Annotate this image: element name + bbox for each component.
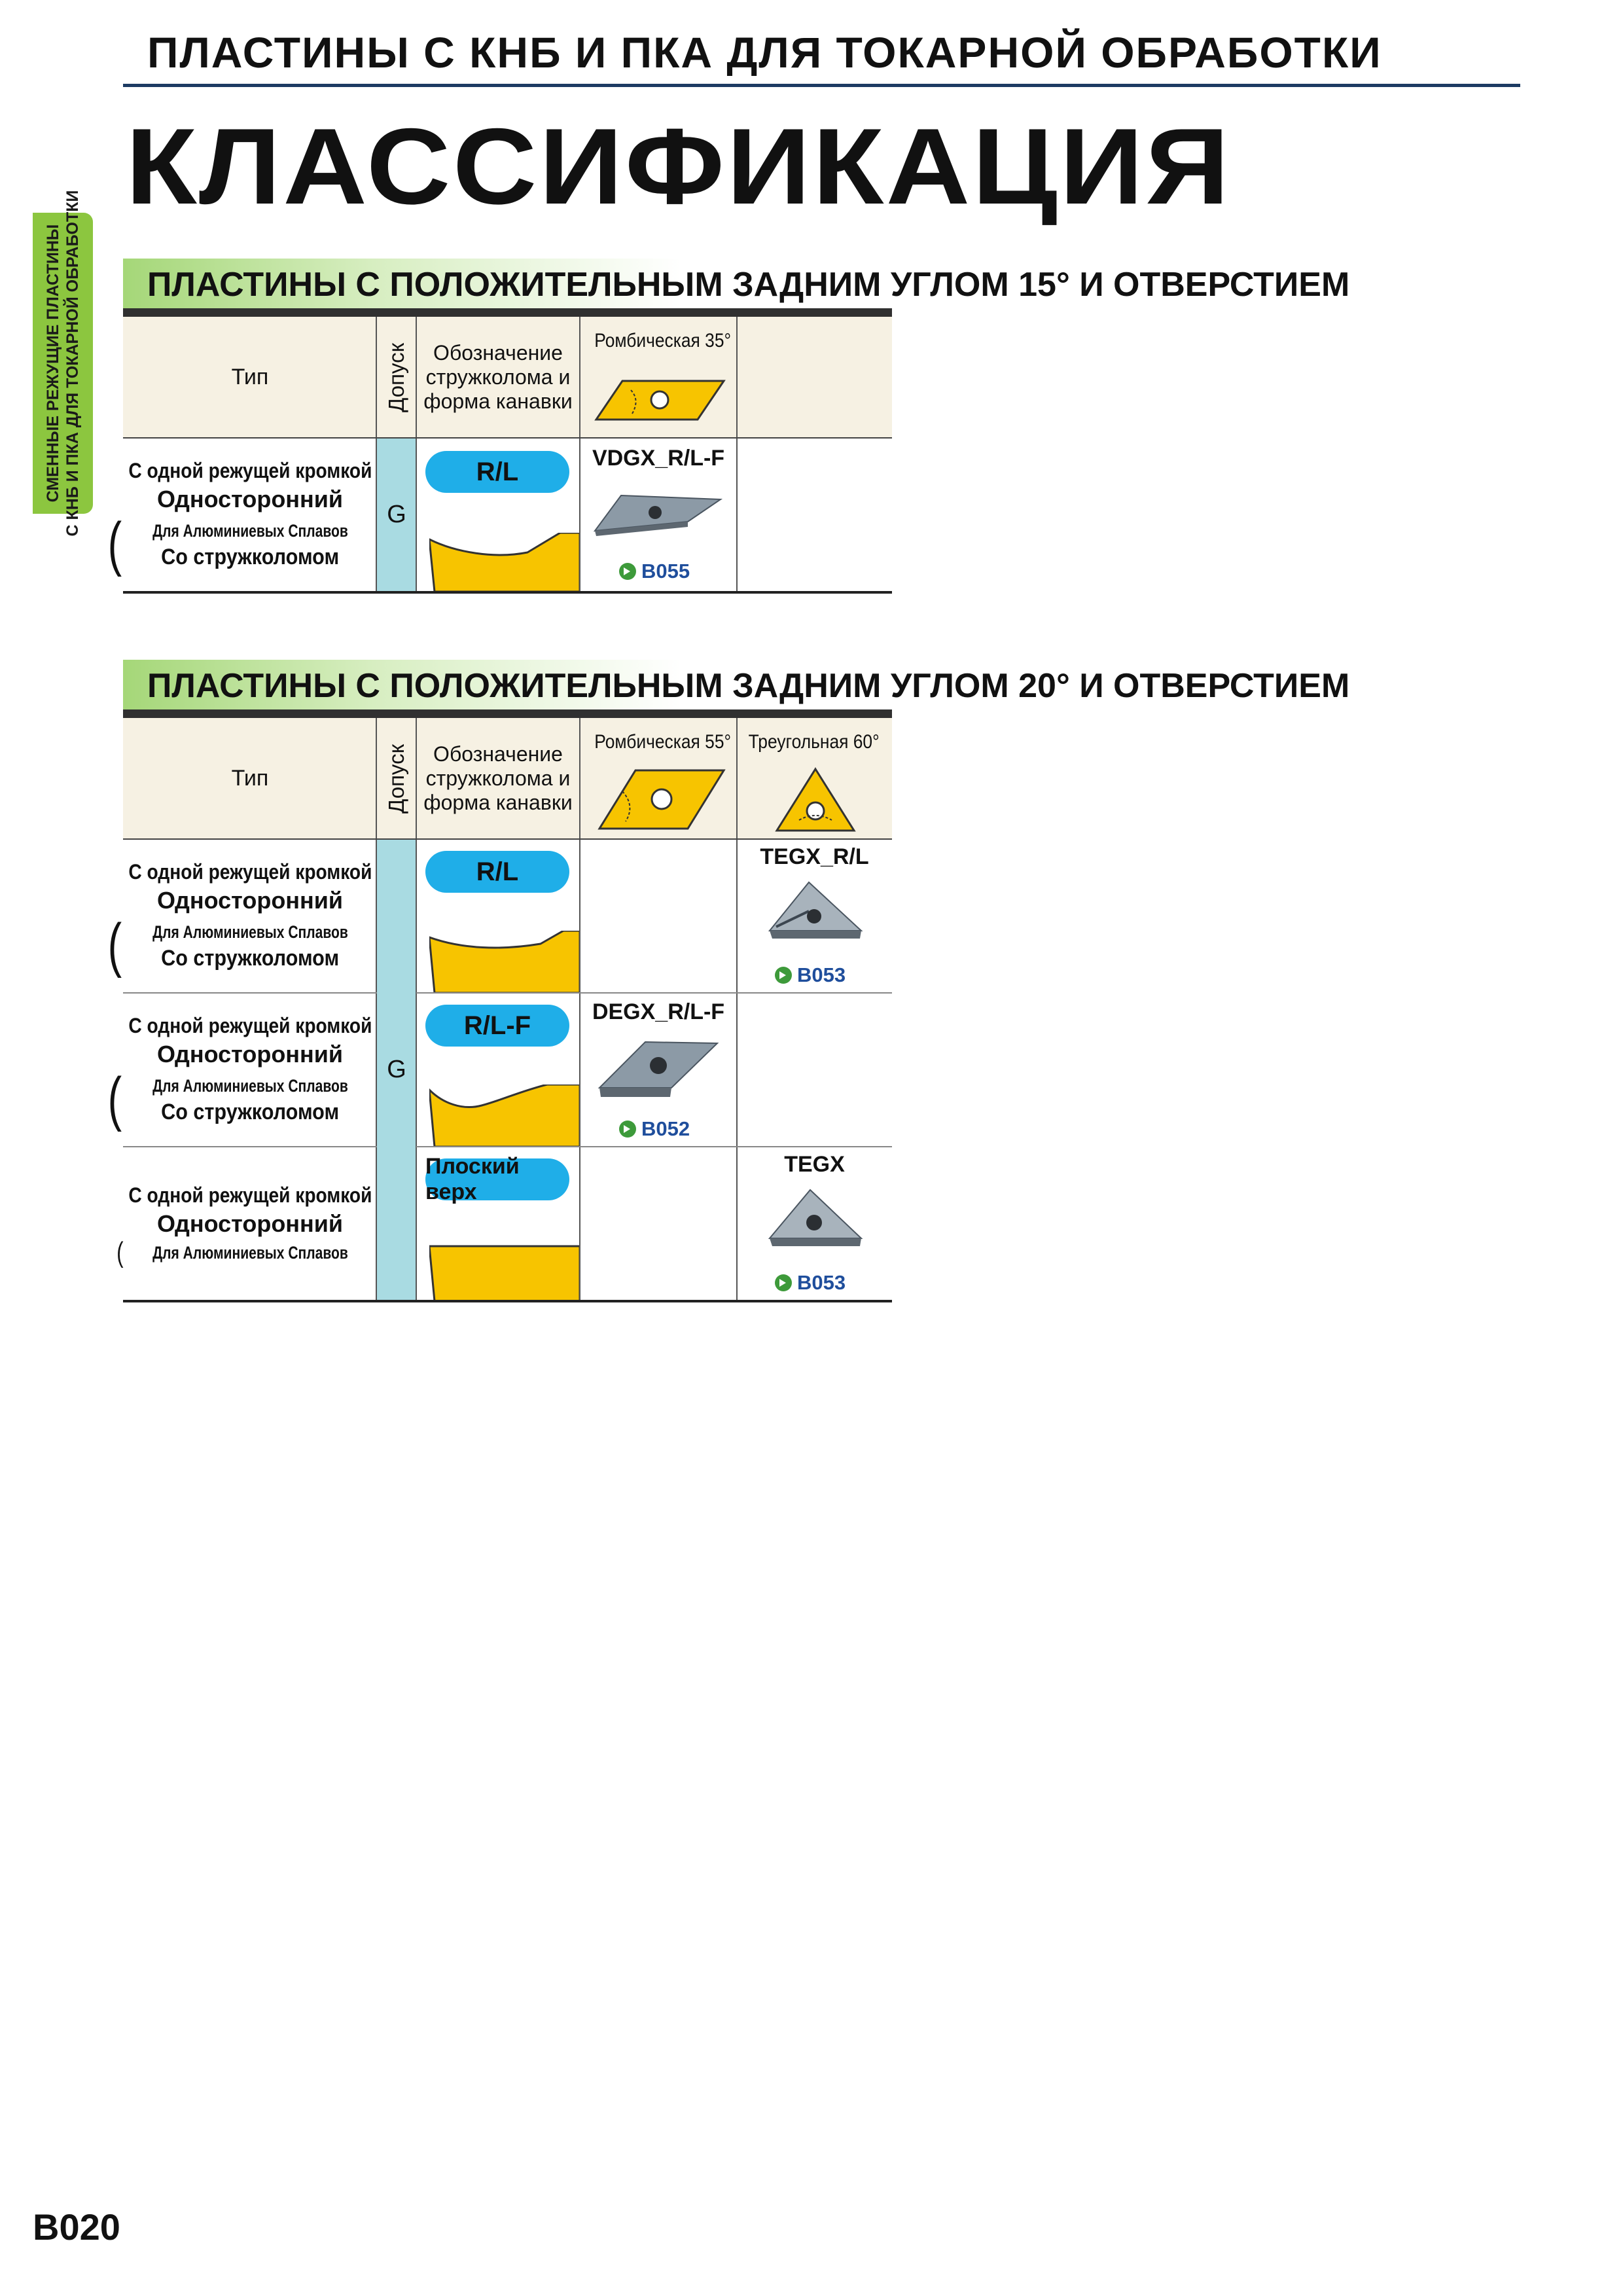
col-tolerance-header: Допуск	[377, 317, 416, 438]
arrow-right-icon	[775, 967, 792, 984]
triangle-60-shape-icon	[775, 767, 856, 832]
side-tab: СМЕННЫЕ РЕЖУЩИЕ ПЛАСТИНЫ С КНБ И ПКА ДЛЯ…	[33, 190, 93, 537]
insert-rhombic-55-icon	[597, 1041, 719, 1097]
page-ref-link[interactable]: B055	[619, 560, 690, 583]
page-ref-link[interactable]: B053	[775, 963, 846, 987]
insert-rhombic-35-icon	[593, 494, 723, 536]
s2-row3-empty	[580, 1147, 737, 1300]
section2-bar	[123, 709, 892, 718]
rhombic-55-shape-icon	[597, 769, 726, 830]
section1-bar	[123, 308, 892, 317]
arrow-right-icon	[775, 1274, 792, 1291]
page-ref-link[interactable]: B052	[619, 1117, 690, 1141]
arrow-right-icon	[619, 563, 636, 580]
s2-row3-breaker: Плоский верх	[416, 1147, 580, 1301]
col-shape-rhombic35: Ромбическая 35°	[580, 317, 737, 438]
groove-profile-flat-icon	[429, 1245, 580, 1301]
col-shape-rhombic55: Ромбическая 55°	[580, 718, 737, 839]
s2-row3-insert: TEGX B053	[737, 1147, 892, 1300]
col-type-header: Тип	[123, 317, 377, 438]
col-tolerance-header: Допуск	[377, 718, 416, 839]
s1-row1-breaker: R/L	[416, 438, 580, 592]
s1-tolerance: G	[377, 438, 416, 592]
col-shape-triangular60: Треугольная 60°	[737, 718, 892, 839]
s2-row2-breaker: R/L-F	[416, 993, 580, 1147]
breaker-rl-badge: R/L	[425, 451, 569, 493]
breaker-flat-top-badge: Плоский верх	[425, 1154, 569, 1204]
col-shape-empty	[737, 317, 892, 438]
insert-code: VDGX_R/L-F	[592, 446, 725, 471]
section2-header: ПЛАСТИНЫ С ПОЛОЖИТЕЛЬНЫМ ЗАДНИМ УГЛОМ 20…	[123, 660, 1517, 709]
s2-row2-type: С одной режущей кромкой Односторонний (Д…	[107, 1013, 392, 1132]
groove-profile-icon	[429, 533, 580, 592]
arrow-right-icon	[619, 1121, 636, 1138]
section1-header: ПЛАСТИНЫ С ПОЛОЖИТЕЛЬНЫМ ЗАДНИМ УГЛОМ 15…	[123, 259, 1517, 308]
col-type-header: Тип	[123, 718, 377, 839]
top-rule	[123, 84, 1520, 87]
side-tab-line2: С КНБ И ПКА ДЛЯ ТОКАРНОЙ ОБРАБОТКИ	[63, 190, 82, 537]
s2-row1-type: С одной режущей кромкой Односторонний (Д…	[107, 859, 392, 978]
s2-row1-empty	[580, 839, 737, 993]
insert-code: TEGX_R/L	[760, 844, 869, 869]
page-number: B020	[33, 2206, 120, 2248]
top-title: ПЛАСТИНЫ С КНБ И ПКА ДЛЯ ТОКАРНОЙ ОБРАБО…	[147, 28, 1382, 77]
breaker-rl-badge: R/L	[425, 851, 569, 893]
s2-row1-insert: TEGX_R/L B053	[737, 839, 892, 993]
s2-tolerance: G	[377, 839, 416, 1300]
page-ref-link[interactable]: B053	[775, 1271, 846, 1295]
s2-row2-empty	[737, 993, 892, 1147]
s2-row3-type: С одной режущей кромкой Односторонний (Д…	[116, 1183, 383, 1268]
insert-triangle-icon	[768, 1189, 863, 1246]
insert-triangle-rl-icon	[768, 881, 863, 939]
section2-title: ПЛАСТИНЫ С ПОЛОЖИТЕЛЬНЫМ ЗАДНИМ УГЛОМ 20…	[147, 667, 1350, 705]
breaker-rlf-badge: R/L-F	[425, 1005, 569, 1047]
side-tab-line1: СМЕННЫЕ РЕЖУЩИЕ ПЛАСТИНЫ	[44, 224, 62, 503]
s2-row1-breaker: R/L	[416, 839, 580, 993]
s1-row1-empty	[737, 438, 892, 592]
insert-code: TEGX	[784, 1152, 845, 1177]
groove-profile-icon	[429, 931, 580, 993]
s1-row1-type: С одной режущей кромкой Односторонний (Д…	[107, 458, 392, 577]
page-title: КЛАССИФИКАЦИЯ	[126, 106, 1232, 226]
insert-code: DEGX_R/L-F	[592, 999, 725, 1024]
section1-title: ПЛАСТИНЫ С ПОЛОЖИТЕЛЬНЫМ ЗАДНИМ УГЛОМ 15…	[147, 266, 1350, 304]
groove-profile-icon	[429, 1085, 580, 1147]
s1-row1-insert: VDGX_R/L-F B055	[580, 438, 737, 592]
s2-row2-insert: DEGX_R/L-F B052	[580, 993, 737, 1147]
rhombic-35-shape-icon	[594, 380, 726, 421]
